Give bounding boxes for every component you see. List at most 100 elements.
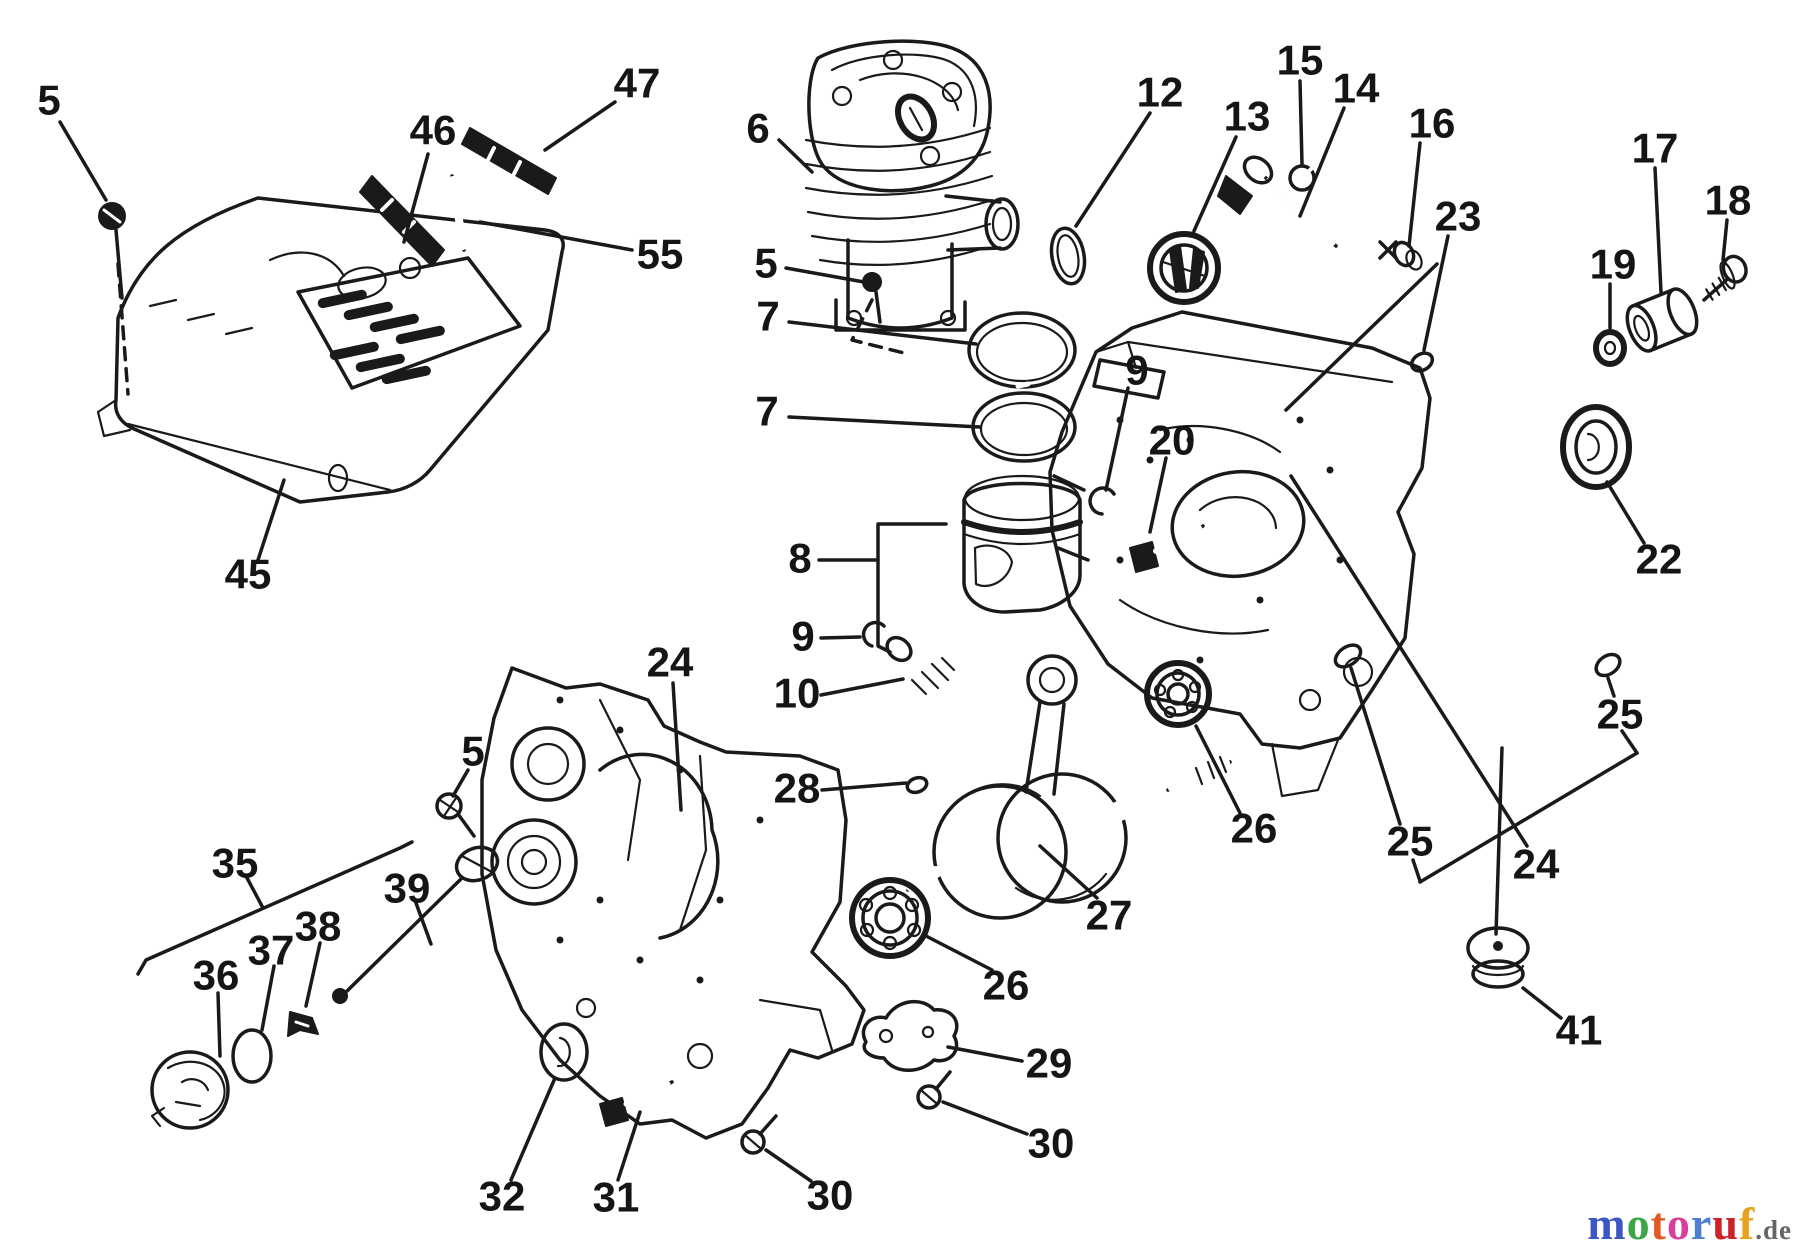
piston-ring-part-7-lower	[971, 391, 1077, 463]
watermark-letter: o	[1626, 1198, 1651, 1249]
pin-part-23	[1409, 351, 1435, 373]
leader-line	[1422, 234, 1450, 352]
vent-strip-part-47	[461, 127, 557, 195]
part-number-label: 7	[755, 388, 778, 435]
leader-line	[671, 681, 683, 812]
vent-strip-part-46	[359, 175, 445, 267]
cover-keyhole	[327, 463, 349, 493]
leader-line	[1418, 751, 1639, 884]
leader-line	[850, 298, 910, 356]
bolt-part-31	[599, 1080, 674, 1127]
watermark-letter: r	[1690, 1198, 1713, 1249]
leader-line	[787, 415, 982, 429]
part-number-label: 5	[754, 240, 777, 287]
leader-line	[1289, 474, 1529, 848]
part-number-label: 31	[593, 1174, 640, 1221]
part-number-label: 17	[1632, 125, 1679, 172]
leader-line	[1653, 166, 1663, 294]
leader-line	[1407, 141, 1422, 248]
bolt-part-18	[1702, 254, 1748, 302]
part-number-label: 26	[1231, 805, 1278, 852]
part-number-label: 25	[1597, 691, 1644, 738]
leader-line	[1194, 724, 1242, 815]
needle-bearing-part-10	[904, 654, 958, 702]
part-number-label: 32	[479, 1173, 526, 1220]
leader-line	[946, 1045, 1024, 1063]
leader-line	[1721, 218, 1729, 262]
watermark-letter: u	[1712, 1198, 1739, 1249]
washer-part-19	[1593, 329, 1627, 367]
part-number-label: 26	[983, 962, 1030, 1009]
part-number-label: 9	[791, 613, 814, 660]
bolt-part-5-bottom-left	[435, 792, 476, 838]
key-part-28	[905, 775, 929, 795]
bushing-part-17	[1625, 287, 1699, 353]
leader-line	[1298, 79, 1304, 166]
watermark-logo: motoruf.de	[1587, 1197, 1792, 1250]
leader-line	[1148, 456, 1168, 534]
part-number-label: 46	[410, 107, 457, 154]
leader-line	[244, 874, 265, 910]
leader-line	[1606, 676, 1616, 698]
part-number-label: 7	[756, 293, 779, 340]
leader-line	[1104, 386, 1130, 492]
part-number-label: 12	[1137, 69, 1184, 116]
screw-part-30-left	[740, 1114, 778, 1155]
leader-line	[304, 941, 322, 1008]
screw-part-5-cylinder	[862, 272, 882, 324]
cap-part-13	[1147, 231, 1221, 305]
leader-line	[616, 1110, 642, 1182]
piston-ring-part-7-upper	[967, 311, 1077, 389]
part-number-label: 30	[807, 1172, 854, 1219]
part-number-label: 5	[37, 77, 60, 124]
part-number-labels-layer: 5464755657712131514162317181922252099810…	[37, 37, 1751, 1221]
cylinder-part-6	[804, 39, 1020, 332]
cover-vent-slots	[317, 289, 445, 385]
leader-line	[136, 840, 414, 976]
watermark-letter: m	[1587, 1198, 1627, 1249]
part-number-label: 9	[1125, 347, 1148, 394]
leader-line	[819, 677, 905, 697]
leader-line	[1298, 106, 1346, 218]
valve-part-38	[287, 1011, 319, 1037]
part-number-label: 25	[1387, 818, 1434, 865]
leader-line	[402, 152, 430, 244]
part-number-label: 5	[461, 728, 484, 775]
ball-bearing-part-26-bottom	[849, 877, 931, 959]
leader-line	[787, 320, 978, 346]
part-number-label: 38	[295, 903, 342, 950]
o-ring-part-37	[231, 1028, 273, 1084]
leader-line	[58, 120, 108, 202]
leader-line	[1411, 858, 1422, 883]
ball-bearing-part-26-right	[1144, 660, 1212, 728]
circlip-part-9-lower	[861, 620, 886, 648]
plug-part-25-right	[1594, 652, 1622, 678]
watermark-brand-text: motoruf	[1587, 1198, 1755, 1249]
leader-line	[1494, 746, 1504, 936]
leader-line	[820, 781, 908, 792]
screw-part-30-right	[916, 1070, 952, 1110]
part-number-label: 19	[1590, 241, 1637, 288]
bracket-lines-layer	[116, 240, 1639, 976]
part-number-label: 30	[1028, 1120, 1075, 1167]
part-number-label: 24	[647, 639, 694, 686]
screw-part-39	[332, 845, 500, 1004]
part-number-label: 55	[637, 231, 684, 278]
leader-line	[777, 138, 814, 174]
stud-part-55	[449, 174, 467, 252]
crankcase-right-part-24	[1048, 310, 1432, 798]
leader-lines-layer	[58, 79, 1729, 1183]
part-number-label: 35	[212, 840, 259, 887]
leader-line	[876, 522, 948, 654]
leader-line	[764, 1148, 813, 1183]
part-number-label: 16	[1409, 100, 1456, 147]
leader-line	[256, 478, 286, 562]
crankshaft-part-27	[906, 654, 1232, 920]
leader-line	[414, 901, 433, 946]
pin-part-14	[1217, 155, 1338, 248]
leader-line	[941, 1100, 1029, 1136]
leader-line	[1074, 111, 1152, 228]
part-number-label: 41	[1556, 1007, 1603, 1054]
part-number-label: 20	[1149, 417, 1196, 464]
